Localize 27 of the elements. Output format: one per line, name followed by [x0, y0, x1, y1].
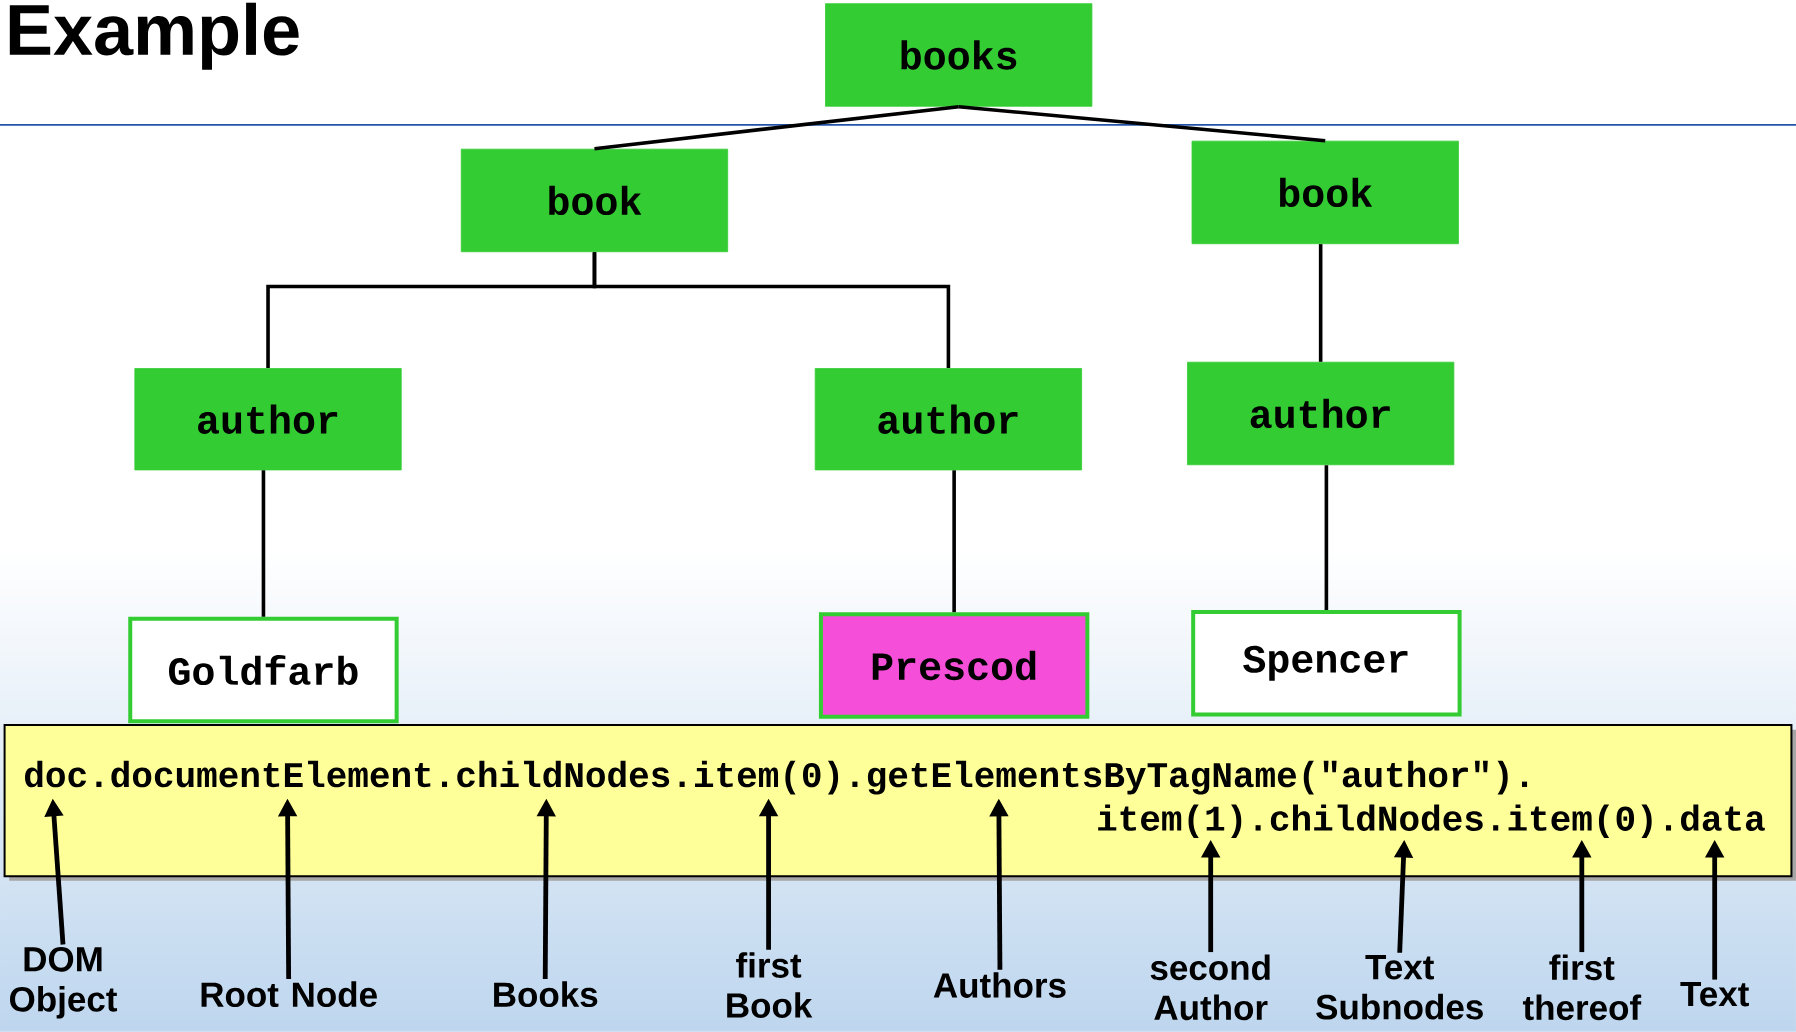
text-node-box: Prescod	[818, 612, 1090, 719]
caption-label: Books	[494, 981, 598, 1008]
tree-line	[1318, 244, 1323, 362]
element-box: books	[825, 3, 1093, 107]
title: Example	[9, 2, 299, 70]
caption-label: DOM Object	[10, 946, 118, 1019]
caption-label: Text	[1680, 982, 1749, 1007]
caption-label: Root Node	[201, 981, 377, 1008]
tree-line	[952, 470, 956, 613]
element-box: book	[460, 148, 729, 253]
caption-label: second Author	[1150, 954, 1270, 1021]
tree-line	[261, 470, 266, 617]
tree-line	[958, 104, 1326, 143]
element-box: book	[1191, 140, 1459, 245]
text-node-box: Spencer	[1191, 609, 1462, 717]
element-box: author	[814, 368, 1082, 471]
caption-label: Text Subnodes	[1316, 955, 1483, 1020]
element-box: author	[134, 368, 402, 471]
tree-line	[1324, 465, 1329, 610]
code-box: doc.documentElement.childNodes.item(0).getElementsByTagName("author"). item(1).childNodes.item(0).data	[3, 724, 1796, 881]
text-node-box: Goldfarb	[128, 616, 399, 724]
caption-label: first Book	[727, 952, 813, 1018]
caption-label: Authors	[933, 972, 1066, 998]
tree-line	[592, 252, 951, 369]
caption-label: first thereof	[1522, 954, 1642, 1021]
element-box: author	[1187, 361, 1455, 466]
tree-line	[594, 104, 959, 151]
